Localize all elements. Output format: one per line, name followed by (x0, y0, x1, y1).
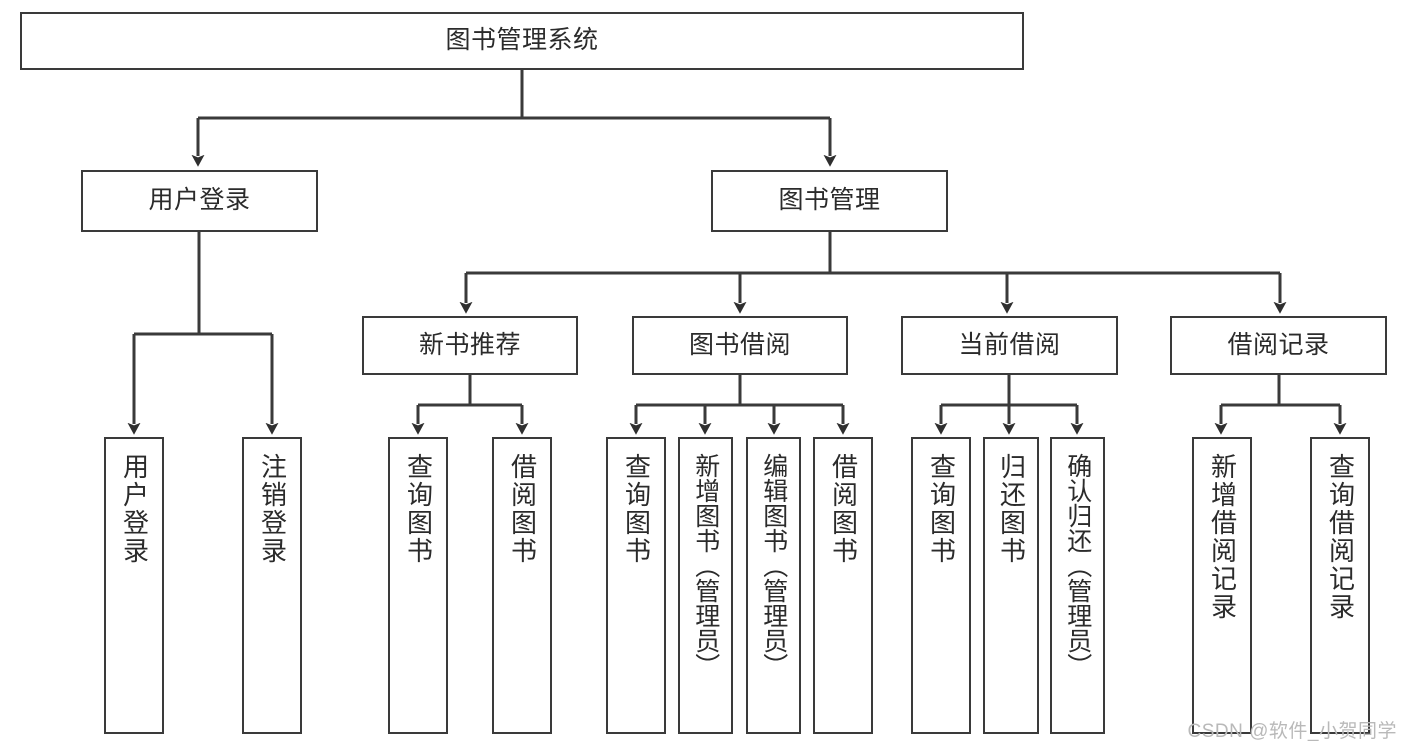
node-label: 新书推荐 (418, 330, 521, 359)
node-label: 查询借阅记录 (1325, 453, 1356, 621)
leaf-borrow-book[interactable]: 借阅图书 (813, 437, 873, 734)
leaf-borrow-book-recommend[interactable]: 借阅图书 (492, 437, 552, 734)
node-label: 当前借阅 (958, 330, 1061, 359)
node-new-book-recommend[interactable]: 新书推荐 (362, 316, 578, 375)
node-label: 查询图书 (403, 453, 434, 565)
leaf-query-book-current[interactable]: 查询图书 (911, 437, 971, 734)
node-label: 查询图书 (926, 453, 957, 565)
node-book-management[interactable]: 图书管理 (711, 170, 948, 232)
node-current-borrow[interactable]: 当前借阅 (901, 316, 1118, 375)
node-label: 借阅图书 (828, 453, 859, 565)
node-label: 归还图书 (996, 453, 1027, 565)
node-label: 确认归还（管理员） (1063, 453, 1092, 678)
leaf-add-borrow-record[interactable]: 新增借阅记录 (1192, 437, 1252, 734)
leaf-confirm-return-admin[interactable]: 确认归还（管理员） (1050, 437, 1105, 734)
leaf-add-book-admin[interactable]: 新增图书（管理员） (678, 437, 733, 734)
node-label: 注销登录 (257, 453, 288, 565)
leaf-logout[interactable]: 注销登录 (242, 437, 302, 734)
node-borrow-record[interactable]: 借阅记录 (1170, 316, 1387, 375)
node-label: 用户登录 (119, 453, 150, 565)
leaf-query-borrow-record[interactable]: 查询借阅记录 (1310, 437, 1370, 734)
leaf-query-book-recommend[interactable]: 查询图书 (388, 437, 448, 734)
node-label: 新增借阅记录 (1207, 453, 1238, 621)
node-label: 借阅记录 (1227, 330, 1330, 359)
node-label: 借阅图书 (507, 453, 538, 565)
leaf-return-book[interactable]: 归还图书 (983, 437, 1039, 734)
leaf-edit-book-admin[interactable]: 编辑图书（管理员） (746, 437, 801, 734)
node-root-book-management-system[interactable]: 图书管理系统 (20, 12, 1024, 70)
leaf-query-book-borrow[interactable]: 查询图书 (606, 437, 666, 734)
node-label: 用户登录 (148, 186, 251, 215)
node-label: 查询图书 (621, 453, 652, 565)
csdn-watermark: CSDN @软件_小贺同学 (1187, 721, 1397, 742)
node-book-borrow[interactable]: 图书借阅 (632, 316, 848, 375)
node-label: 图书管理 (778, 186, 881, 215)
leaf-user-login[interactable]: 用户登录 (104, 437, 164, 734)
node-user-login[interactable]: 用户登录 (81, 170, 318, 232)
node-label: 编辑图书（管理员） (759, 453, 788, 678)
node-label: 图书借阅 (688, 330, 791, 359)
node-label: 新增图书（管理员） (691, 453, 720, 678)
node-label: 图书管理系统 (445, 26, 599, 55)
